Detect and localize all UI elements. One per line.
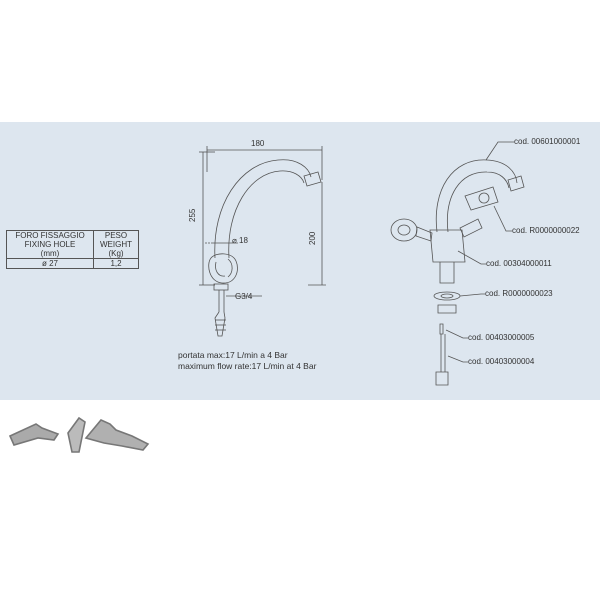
flow-note-en: maximum flow rate:17 L/min at 4 Bar	[178, 361, 317, 371]
part-code-connector: cod. 00403000005	[468, 333, 535, 342]
fixing-hole-header-unit: (mm)	[40, 249, 60, 258]
part-code-hose: cod. 00403000004	[468, 357, 535, 366]
weight-header-it: PESO	[104, 231, 128, 240]
handle-variants	[8, 416, 150, 453]
weight-header-unit: (Kg)	[108, 249, 124, 258]
weight-header: PESO WEIGHT (Kg)	[93, 230, 139, 259]
dimension-thread-label: G3/4	[235, 292, 253, 301]
dimension-total-height-label: 255	[188, 208, 197, 222]
weight-value: 1,2	[93, 258, 139, 269]
dimension-spout-height-label: 200	[308, 231, 317, 245]
spec-table-row: ø 27 1,2	[6, 258, 139, 269]
fixing-hole-header-en: FIXING HOLE	[24, 240, 76, 249]
fixing-hole-header-it: FORO FISSAGGIO	[15, 231, 85, 240]
part-code-washer: cod. R0000000023	[485, 289, 553, 298]
flow-note-it: portata max:17 L/min a 4 Bar	[178, 350, 288, 360]
spec-table-header: FORO FISSAGGIO FIXING HOLE (mm) PESO WEI…	[6, 230, 139, 259]
spec-table: FORO FISSAGGIO FIXING HOLE (mm) PESO WEI…	[6, 230, 139, 269]
faucet-exploded-view	[390, 141, 525, 386]
faucet-side-view	[199, 146, 326, 337]
part-code-bushing: cod. R0000000022	[512, 226, 580, 235]
fixing-hole-header: FORO FISSAGGIO FIXING HOLE (mm)	[6, 230, 94, 259]
weight-header-en: WEIGHT	[100, 240, 132, 249]
part-code-spout: cod. 00601000001	[514, 137, 581, 146]
dimension-width-label: 180	[251, 139, 265, 148]
dimension-diameter-label: ⌀ 18	[232, 236, 248, 245]
part-code-body: cod. 00304000011	[486, 259, 552, 268]
